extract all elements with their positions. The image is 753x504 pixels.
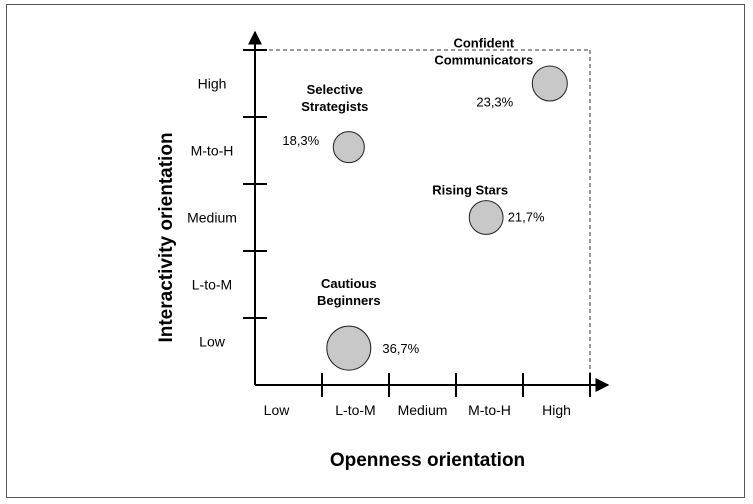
- x-tick-label: High: [542, 402, 571, 418]
- y-tick-label: High: [198, 76, 227, 92]
- chart-frame: [6, 4, 745, 498]
- bubble-name-label: Beginners: [317, 293, 381, 308]
- bubble-point: [468, 200, 504, 235]
- bubble-share-label: 23,3%: [476, 95, 513, 110]
- bubble-share-label: 18,3%: [282, 133, 319, 148]
- x-tick-label: Low: [264, 402, 291, 418]
- y-tick-label: L-to-M: [192, 277, 232, 293]
- y-axis-title: Interactivity orientation: [156, 132, 177, 342]
- x-tick-label: Medium: [398, 402, 448, 418]
- bubble-name-label: Cautious: [321, 276, 377, 291]
- bubble-share-label: 36,7%: [382, 341, 419, 356]
- bubble-point: [332, 131, 365, 164]
- x-tick-label: L-to-M: [335, 402, 375, 418]
- bubble-name-label: Rising Stars: [432, 183, 508, 198]
- y-tick-label: M-to-H: [191, 143, 234, 159]
- bubble-name-label: Strategists: [301, 99, 368, 114]
- bubble-name-label: Confident: [453, 36, 514, 51]
- bubble-point: [326, 325, 372, 371]
- bubble-name-label: Communicators: [434, 53, 533, 68]
- bubble-share-label: 21,7%: [508, 210, 545, 225]
- y-tick-label: Medium: [187, 210, 237, 226]
- y-tick-label: Low: [199, 334, 226, 350]
- bubble-name-label: Selective: [307, 82, 363, 97]
- x-tick-label: M-to-H: [468, 402, 511, 418]
- x-axis-title: Openness orientation: [330, 450, 525, 471]
- bubble-point: [531, 65, 568, 102]
